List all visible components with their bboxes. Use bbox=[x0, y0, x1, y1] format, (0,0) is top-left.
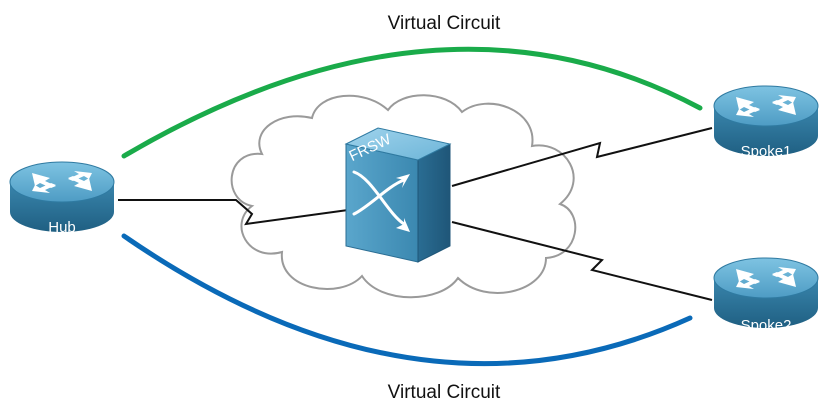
router-spoke2: Spoke2 bbox=[713, 257, 819, 334]
router-hub: Hub bbox=[9, 161, 115, 236]
link-hub-frsw bbox=[118, 199, 349, 226]
bottom-circuit-label: Virtual Circuit bbox=[388, 382, 501, 403]
link-frsw-spoke2 bbox=[451, 221, 713, 301]
hub-label: Hub bbox=[48, 219, 76, 236]
spoke2-label: Spoke2 bbox=[741, 317, 792, 334]
top-circuit-label: Virtual Circuit bbox=[388, 13, 501, 34]
top-virtual-circuit bbox=[121, 46, 703, 159]
spoke1-label: Spoke1 bbox=[741, 143, 792, 160]
link-frsw-spoke1 bbox=[451, 127, 713, 187]
frame-relay-switch-icon: FRSW bbox=[344, 127, 452, 263]
bottom-virtual-circuit bbox=[121, 233, 693, 367]
router-spoke1: Spoke1 bbox=[713, 85, 819, 160]
